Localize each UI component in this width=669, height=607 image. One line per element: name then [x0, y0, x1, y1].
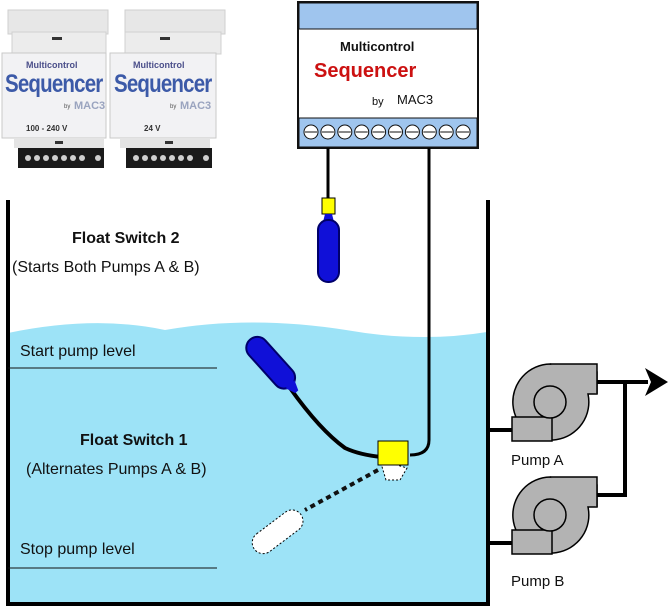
tank-walls	[6, 200, 490, 606]
controller-brand: Multicontrol	[340, 39, 415, 54]
unit-2-by: by	[170, 104, 177, 110]
unit-2-name: Sequencer	[114, 70, 212, 98]
float-switch-1	[245, 335, 409, 555]
device-unit-2	[109, 9, 226, 168]
controller-maker: MAC3	[397, 92, 434, 107]
water	[8, 322, 487, 603]
unit-1-brand: Multicontrol	[26, 60, 78, 70]
sequencer-devices-photo	[1, 9, 226, 168]
controller-by: by	[372, 96, 384, 108]
controller-terminals	[303, 124, 471, 140]
pump-b	[511, 476, 598, 555]
unit-2-brand: Multicontrol	[133, 60, 185, 70]
start-level-label: Start pump level	[20, 343, 136, 360]
float-switch-2-description: (Starts Both Pumps A & B)	[12, 259, 200, 276]
unit-1-by: by	[64, 104, 71, 110]
pump-a-label: Pump A	[511, 452, 564, 469]
controller-name: Sequencer	[314, 60, 417, 82]
float-switch-1-description: (Alternates Pumps A & B)	[26, 461, 207, 478]
float-switch-2-title: Float Switch 2	[72, 230, 180, 247]
pump-b-label: Pump B	[511, 573, 565, 590]
controller-box	[297, 1, 479, 149]
float-switch-2	[317, 197, 340, 283]
unit-2-maker: MAC3	[180, 100, 212, 112]
unit-1-name: Sequencer	[5, 70, 103, 98]
terminal-screws-unit-2	[133, 155, 209, 161]
outflow-arrow-icon	[645, 368, 668, 396]
tank	[6, 200, 490, 606]
unit-1-maker: MAC3	[74, 100, 106, 112]
terminal-screws-unit-1	[25, 155, 101, 161]
unit-1-voltage: 100 - 240 V	[26, 124, 68, 133]
device-unit-1	[1, 9, 109, 168]
pipework	[488, 368, 668, 545]
float-1-cable	[409, 148, 431, 457]
stop-level-label: Stop pump level	[20, 541, 135, 558]
float-switch-1-title: Float Switch 1	[80, 432, 188, 449]
unit-2-voltage: 24 V	[144, 124, 161, 133]
pump-a	[511, 363, 598, 442]
